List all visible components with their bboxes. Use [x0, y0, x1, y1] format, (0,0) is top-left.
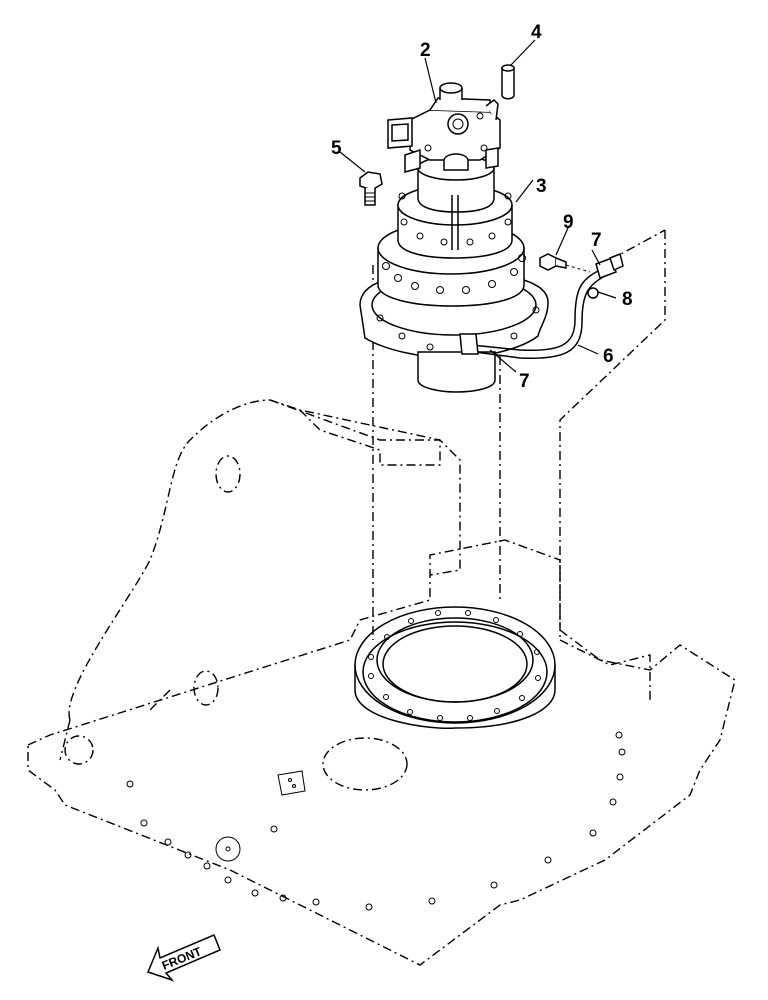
swing-motor-assembly [359, 64, 624, 393]
callout-5: 5 [331, 138, 342, 159]
callout-9: 9 [563, 212, 574, 233]
floor-bolt-holes [126, 731, 626, 911]
small-bolt-part [539, 253, 591, 273]
ring-bolt-holes [368, 610, 541, 721]
callout-7-upper: 7 [591, 230, 602, 251]
flange-holes [376, 306, 540, 352]
callout-4: 4 [531, 22, 542, 43]
front-direction-arrow: FRONT [146, 934, 221, 982]
control-valve-block [387, 82, 501, 173]
callout-8: 8 [622, 289, 633, 310]
housing-bolts-upper [398, 192, 512, 246]
callout-3: 3 [536, 176, 547, 197]
callout-7-lower: 7 [519, 371, 530, 392]
leader-lines [339, 39, 617, 373]
callout-6: 6 [603, 346, 614, 367]
housing-bolts-lower [382, 254, 526, 294]
swing-ring-mount [354, 606, 556, 729]
drain-hose [459, 252, 624, 360]
pin-part [501, 64, 515, 100]
callout-labels: 2 3 4 5 6 7 7 8 9 [331, 22, 633, 392]
callout-2: 2 [420, 40, 431, 61]
bolt-part [359, 171, 383, 206]
